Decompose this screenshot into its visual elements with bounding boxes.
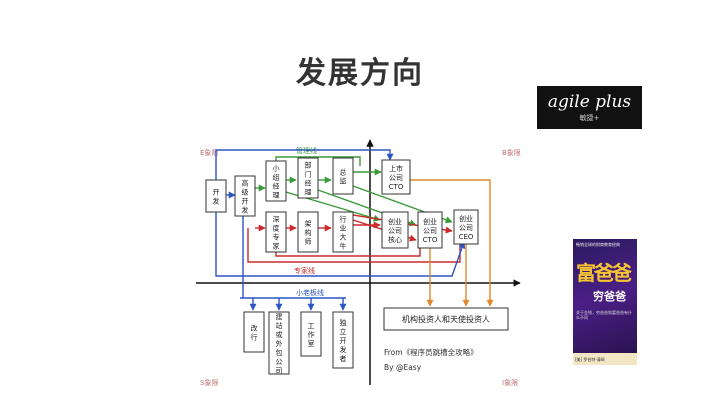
credit-by: By @Easy: [384, 363, 422, 372]
slide-title: 发展方向: [296, 56, 424, 91]
node-senior-box: [234, 175, 256, 217]
credit-from: From《程序员跳槽全攻略》: [384, 347, 478, 357]
book-foot-text: [美] 罗伯特·清崎: [575, 357, 605, 362]
node-director-box: [332, 157, 354, 195]
node-dev-box: [205, 179, 227, 213]
node-deep-expert: 深度专家: [273, 215, 280, 251]
book-line-text: 关于金钱，穷爸爸和富爸爸有什么不同: [576, 310, 632, 320]
node-investors: 机构投资人和天使投资人: [402, 314, 490, 324]
line-dev-down: [215, 212, 466, 277]
node-dev: 开发: [213, 189, 220, 206]
quadrant-e-label: E象限: [200, 148, 218, 157]
book-bottom-bar: [573, 353, 637, 365]
node-indie: 独立开发者: [340, 318, 347, 363]
quadrant-b-label: B象限: [502, 148, 521, 157]
book-title-big: 富爸爸: [576, 261, 632, 285]
expert-line-label: 专家线: [294, 266, 315, 275]
node-architect: 架构师: [305, 220, 312, 246]
node-leader-box: [332, 211, 354, 253]
node-retrain-box: [243, 311, 265, 353]
line-dev-up: [215, 149, 394, 180]
quadrant-s-label: S象限: [200, 378, 218, 387]
node-director: 总监: [340, 168, 347, 186]
logo-main-text: agile plus: [547, 92, 632, 112]
boss-line-label: 小老板线: [296, 288, 324, 297]
node-dept-manager: 部门经理: [305, 161, 312, 197]
book-top-text: 畅销全球的财商教育经典: [576, 242, 620, 247]
node-industry-leader: 行业大牛: [340, 215, 347, 251]
line-invest-top: [410, 179, 494, 307]
node-groupmgr-box: [265, 160, 287, 202]
node-senior: 高级开发: [242, 179, 249, 215]
agile-plus-logo: agile plus 敏捷+: [537, 86, 642, 129]
node-startup-core: 创业公司核心: [388, 217, 402, 244]
node-indie-box: [332, 311, 354, 369]
book-cover-image: 畅销全球的财商教育经典 富爸爸 穷爸爸 关于金钱，穷爸爸和富爸爸有什么不同 [美…: [573, 239, 637, 365]
node-studio: 工作室: [308, 322, 315, 348]
node-studio-box: [300, 311, 322, 357]
quadrant-i-label: I象限: [502, 378, 518, 387]
logo-sub-text: 敏捷+: [579, 114, 600, 122]
node-deptmgr-box: [297, 157, 319, 199]
node-outsource: 建站或外包公司: [276, 312, 283, 375]
node-deepexpert-box: [265, 211, 287, 253]
node-cto-box: [417, 211, 443, 249]
node-outsource-box: [268, 311, 290, 375]
node-core-box: [381, 211, 409, 249]
node-investors-box: [383, 307, 509, 331]
line-expert-bottom-2: [275, 248, 421, 257]
node-retrain: 改行: [251, 324, 258, 342]
node-ceo-box: [453, 209, 479, 245]
node-listedcto-box: [381, 159, 411, 195]
line-management-top: [275, 156, 361, 166]
book-title-small: 穷爸爸: [593, 290, 626, 303]
node-architect-box: [297, 211, 319, 253]
node-group-manager: 小组经理: [273, 164, 280, 200]
